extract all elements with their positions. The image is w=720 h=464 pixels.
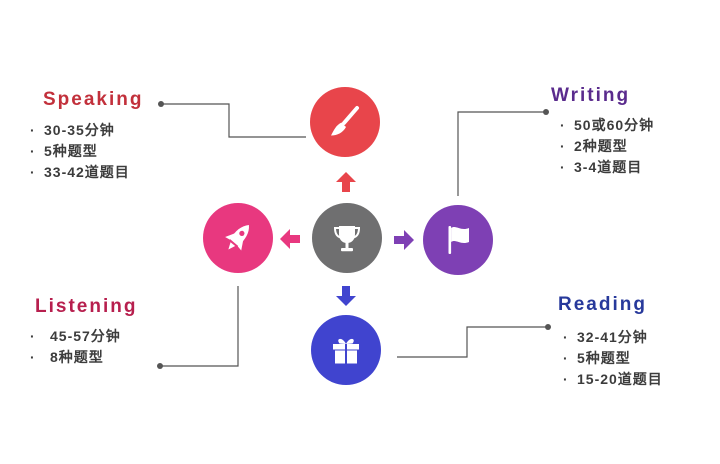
listening-title: Listening — [35, 296, 138, 317]
list-item: 8种题型 — [30, 347, 121, 368]
list-item: 2种题型 — [560, 136, 654, 157]
writing-connector — [457, 111, 546, 196]
rocket-icon — [225, 224, 249, 251]
arrow-left-icon — [280, 229, 300, 249]
reading-connector-dot — [545, 324, 551, 330]
speaking-title: Speaking — [43, 89, 144, 110]
list-item: 30-35分钟 — [30, 120, 130, 141]
list-item: 33-42道题目 — [30, 162, 130, 183]
arrow-up-icon — [336, 172, 356, 192]
list-item: 50或60分钟 — [560, 115, 654, 136]
speaking-connector — [161, 103, 306, 138]
speaking-connector-dot — [158, 101, 164, 107]
reading-node — [311, 315, 381, 385]
arrow-down-icon — [336, 286, 356, 306]
trophy-icon — [333, 226, 361, 252]
speaking-node — [310, 87, 380, 157]
listening-node — [203, 203, 273, 273]
arrow-right-icon — [394, 230, 414, 250]
speaking-details: 30-35分钟 5种题型 33-42道题目 — [30, 120, 130, 183]
writing-node — [423, 205, 493, 275]
writing-connector-dot — [543, 109, 549, 115]
list-item: 32-41分钟 — [563, 327, 663, 348]
listening-connector-dot — [157, 363, 163, 369]
reading-connector — [397, 326, 548, 358]
center-node — [312, 203, 382, 273]
paintbrush-icon — [331, 106, 359, 136]
list-item: 3-4道题目 — [560, 157, 654, 178]
writing-details: 50或60分钟 2种题型 3-4道题目 — [560, 115, 654, 178]
list-item: 5种题型 — [563, 348, 663, 369]
flag-icon — [448, 226, 469, 254]
list-item: 15-20道题目 — [563, 369, 663, 390]
reading-details: 32-41分钟 5种题型 15-20道题目 — [563, 327, 663, 390]
listening-details: 45-57分钟 8种题型 — [30, 326, 121, 368]
writing-title: Writing — [551, 85, 631, 106]
gift-icon — [333, 338, 359, 364]
listening-connector — [160, 286, 239, 367]
list-item: 45-57分钟 — [30, 326, 121, 347]
reading-title: Reading — [558, 294, 647, 315]
list-item: 5种题型 — [30, 141, 130, 162]
